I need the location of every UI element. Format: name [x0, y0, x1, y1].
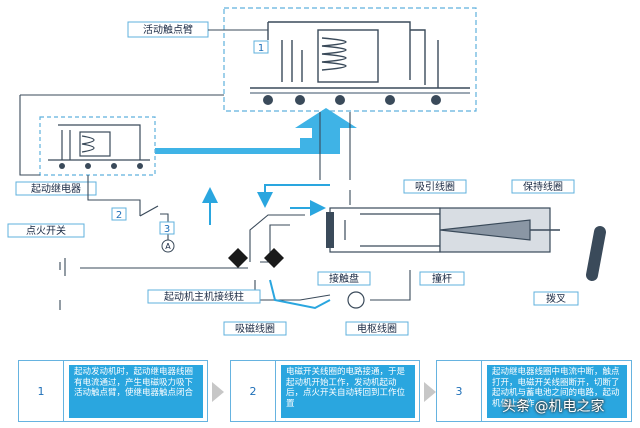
- switch-blade: [139, 205, 159, 217]
- step-1-text: 起动发动机时，起动继电器线圈有电流通过，产生电磁吸力吸下活动触点臂，使继电器触点…: [69, 365, 203, 418]
- plunger-label-box: [419, 271, 465, 286]
- starter-relay-mechanism: [48, 124, 150, 161]
- marker-3-box: [159, 221, 175, 235]
- step-3: 3 起动继电器线圈中电流中断，触点打开，电磁开关线圈断开，切断了起动机与蓄电池之…: [436, 360, 632, 422]
- main-terminals: [228, 248, 284, 268]
- contact-disc-shape: [326, 212, 334, 248]
- starter-relay-label: 起动继电器: [31, 182, 81, 195]
- hold-in-coil-label: 保持线圈: [523, 180, 563, 193]
- marker-3: 3: [164, 224, 170, 235]
- contact-disc-label-box: [317, 271, 371, 286]
- step-arrow-1: [212, 382, 224, 402]
- starter-relay-box: [39, 116, 156, 176]
- step-1-number: 1: [19, 361, 64, 421]
- relay-detail-terminals: [263, 95, 441, 105]
- armature-coil-label-box: [345, 321, 409, 336]
- armature-symbol: [347, 291, 365, 309]
- starter-main-terminal-label: 起动机主机接线柱: [164, 290, 244, 303]
- solenoid: [329, 207, 560, 253]
- relay-detail-mechanism: [250, 21, 470, 94]
- step-2-number: 2: [231, 361, 276, 421]
- step-3-number: 3: [437, 361, 482, 421]
- shift-fork-label: 拨叉: [546, 292, 566, 305]
- marker-2-box: [111, 207, 127, 221]
- step-2-text: 电磁开关线圈的电路接通，于是起动机开始工作，发动机起动后，点火开关自动转回到工作…: [281, 365, 415, 418]
- pull-in-coil-bottom-label: 吸磁线圈: [235, 322, 275, 335]
- shift-fork-label-box: [533, 291, 579, 306]
- leader-line: [208, 29, 269, 40]
- step-3-text: 起动继电器线圈中电流中断，触点打开，电磁开关线圈断开，切断了起动机与蓄电池之间的…: [487, 365, 627, 418]
- watermark: 头条 @机电之家: [502, 399, 605, 415]
- contact-disc-label: 接触盘: [329, 272, 359, 285]
- starter-relay-terminals: [59, 163, 143, 169]
- ammeter-label: A: [165, 242, 171, 251]
- ignition-switch-label: 点火开关: [26, 224, 66, 237]
- pull-in-coil-top-label-box: [403, 179, 467, 194]
- step-1: 1 起动发动机时，起动继电器线圈有电流通过，产生电磁吸力吸下活动触点臂，使继电器…: [18, 360, 208, 422]
- step-2: 2 电磁开关线圈的电路接通，于是起动机开始工作，发动机起动后，点火开关自动转回到…: [230, 360, 420, 422]
- plunger-label: 撞杆: [432, 272, 452, 285]
- shift-fork-shape: [586, 226, 606, 281]
- marker-2: 2: [116, 210, 122, 221]
- current-arrows: [202, 184, 331, 310]
- movable-contact-arm-label: 活动触点臂: [143, 23, 193, 36]
- flow-arrow: [155, 108, 357, 154]
- pull-in-coil-bottom-label-box: [223, 321, 287, 336]
- pull-in-coil-top-label: 吸引线圈: [415, 180, 455, 193]
- ammeter: [161, 239, 175, 253]
- armature-coil-label: 电枢线圈: [357, 322, 397, 335]
- hold-in-coil-label-box: [511, 179, 575, 194]
- marker-1-box: [253, 40, 269, 54]
- relay-detail-box: [223, 7, 477, 112]
- ignition-switch-label-box: [7, 223, 85, 238]
- starter-main-terminal-label-box: [147, 289, 261, 304]
- marker-1: 1: [258, 43, 264, 54]
- starter-relay-label-box: [15, 181, 97, 196]
- step-arrow-2: [424, 382, 436, 402]
